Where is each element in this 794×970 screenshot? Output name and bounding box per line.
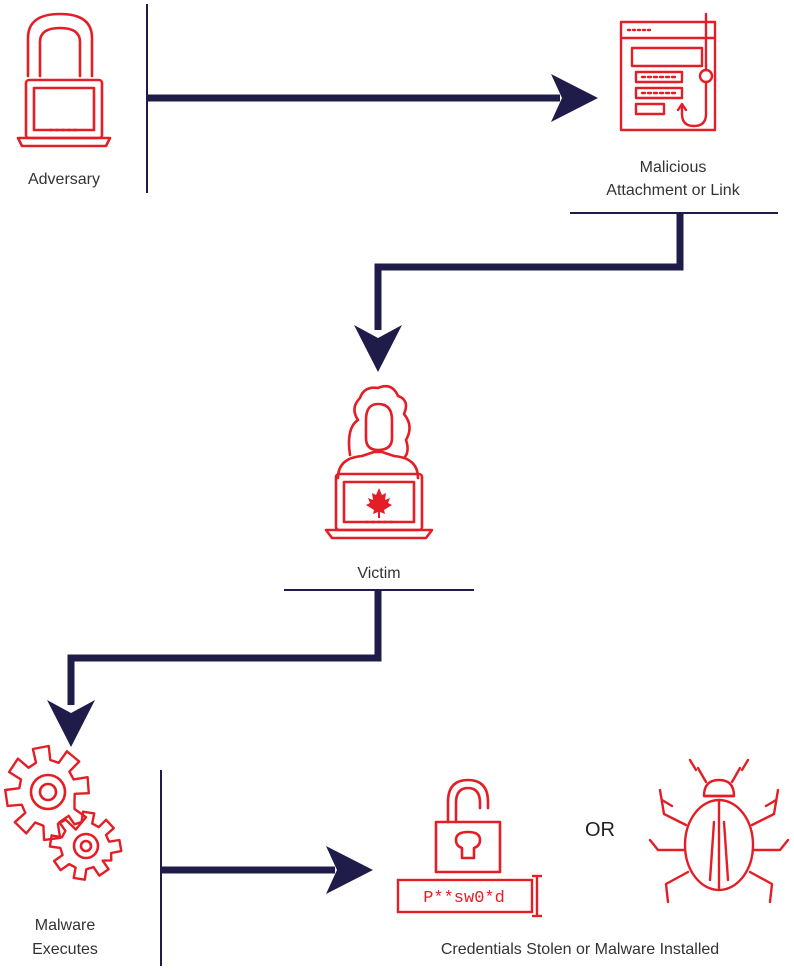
maple-leaf-icon xyxy=(366,488,392,518)
attachment-label-line2: Attachment or Link xyxy=(606,182,740,199)
attachment-label-line1: Malicious xyxy=(640,159,707,176)
gears-icon xyxy=(3,744,123,881)
adversary-label: Adversary xyxy=(28,171,100,188)
outcome-label: Credentials Stolen or Malware Installed xyxy=(441,941,719,958)
adversary-icon xyxy=(16,12,112,148)
password-text: P**sw0*d xyxy=(423,889,505,908)
bug-icon xyxy=(648,758,790,904)
malware-label-line1: Malware xyxy=(35,917,96,934)
arrow-adversary-to-attachment xyxy=(147,74,598,122)
arrow-attachment-to-victim xyxy=(354,213,684,372)
password-field-icon xyxy=(396,874,542,918)
unlocked-padlock-icon xyxy=(434,778,502,874)
malware-label-line2: Executes xyxy=(32,941,98,958)
phishing-page-icon xyxy=(619,12,717,132)
arrow-victim-to-malware xyxy=(47,590,382,747)
victim-icon xyxy=(324,384,434,540)
victim-label: Victim xyxy=(357,565,400,582)
or-label: OR xyxy=(585,819,615,841)
arrow-malware-to-outcome xyxy=(161,846,373,894)
